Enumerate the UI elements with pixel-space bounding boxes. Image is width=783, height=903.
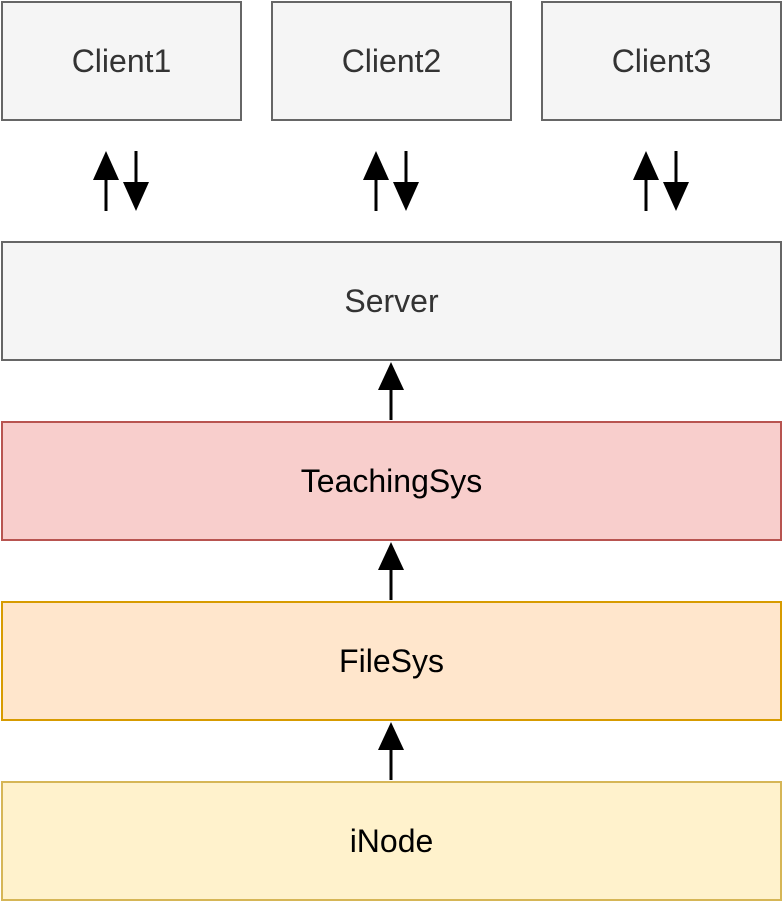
client2-label: Client2	[341, 42, 442, 79]
inode-to-filesys-arrow	[378, 722, 404, 780]
filesys-to-teachingsys-arrowhead	[378, 542, 404, 570]
client1-label: Client1	[71, 42, 172, 79]
client1-up-arrowhead	[93, 151, 119, 180]
client2-down-arrowhead	[393, 182, 419, 211]
teachingsys-to-server-arrowhead	[378, 362, 404, 390]
server-box: Server	[1, 241, 782, 361]
filesys-label: FileSys	[339, 642, 444, 679]
client3-up-arrowhead	[633, 151, 659, 180]
client3-box: Client3	[541, 1, 782, 121]
client3-label: Client3	[611, 42, 712, 79]
filesys-to-teachingsys-arrow	[378, 542, 404, 600]
teachingsys-to-server-arrow	[378, 362, 404, 420]
teachingsys-label: TeachingSys	[300, 462, 483, 499]
client1-box: Client1	[1, 1, 242, 121]
client1-server-arrows	[93, 151, 149, 211]
inode-label: iNode	[349, 822, 434, 859]
client2-up-arrowhead	[363, 151, 389, 180]
client1-down-arrowhead	[123, 182, 149, 211]
client2-box: Client2	[271, 1, 512, 121]
filesys-box: FileSys	[1, 601, 782, 721]
client3-server-arrows	[633, 151, 689, 211]
client3-down-arrowhead	[663, 182, 689, 211]
inode-to-filesys-arrowhead	[378, 722, 404, 750]
inode-box: iNode	[1, 781, 782, 901]
server-label: Server	[344, 282, 439, 319]
client2-server-arrows	[363, 151, 419, 211]
teachingsys-box: TeachingSys	[1, 421, 782, 541]
